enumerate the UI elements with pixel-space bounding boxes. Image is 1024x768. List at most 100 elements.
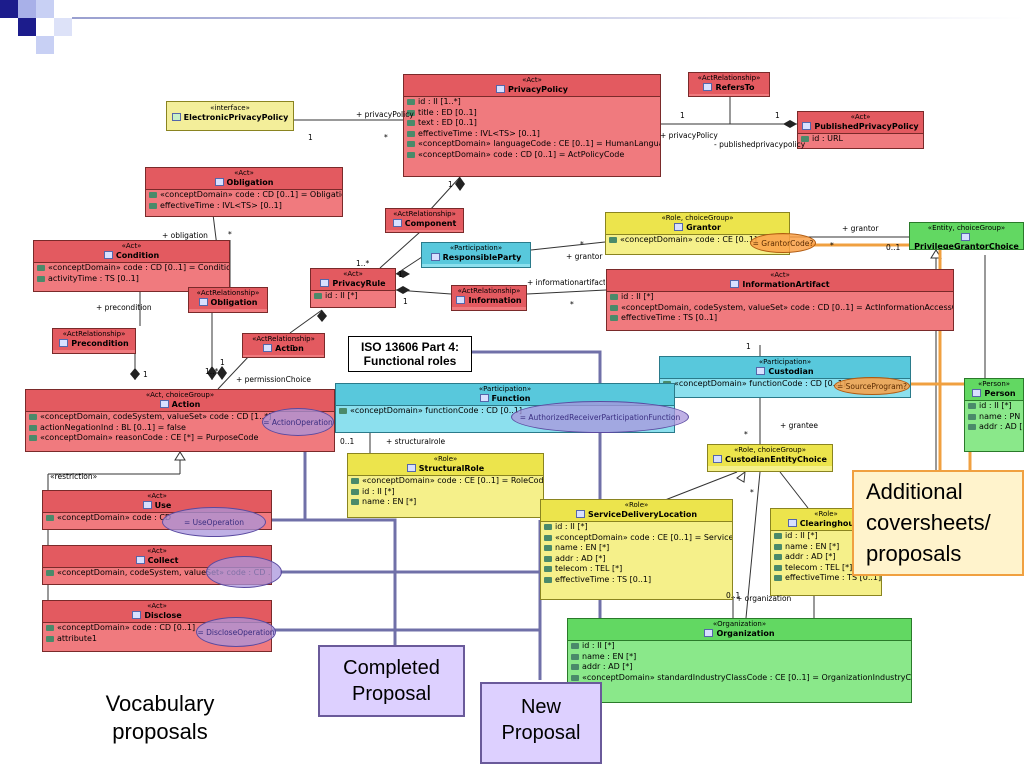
multiplicity: 1 (746, 342, 751, 351)
ellipse-grantor-code: = GrantorCode? (750, 233, 816, 253)
class-action-act[interactable]: «Act, choiceGroup»Action «conceptDomain,… (25, 389, 335, 452)
edge-label-published-privacy-policy: - publishedprivacypolicy (714, 140, 806, 149)
class-attribute: addr : AD [*] (771, 552, 881, 563)
multiplicity: 0..1 (726, 591, 741, 600)
multiplicity: * (228, 230, 232, 239)
class-refers-to[interactable]: «ActRelationship»RefersTo (688, 72, 770, 97)
class-obligation-act[interactable]: «Act»Obligation «conceptDomain» code : C… (145, 167, 343, 217)
corner-square-6 (54, 18, 72, 36)
class-attribute: effectiveTime : TS [0..1] (771, 573, 881, 584)
class-privacy-policy[interactable]: «Act»PrivacyPolicy id : II [1..*] title … (403, 74, 661, 177)
multiplicity: 1 (143, 370, 148, 379)
multiplicity: 0..1 (886, 243, 901, 252)
multiplicity: * (570, 300, 574, 309)
class-attribute: telecom : TEL [*] (541, 564, 732, 575)
class-attribute: «conceptDomain» standardIndustryClassCod… (568, 673, 911, 684)
edge-label-privacy-policy-2: + privacyPolicy (660, 131, 718, 140)
class-stereotype: «ActRelationship» (393, 210, 456, 218)
class-name: StructuralRole (350, 464, 541, 473)
iso-callout: ISO 13606 Part 4: Functional roles (348, 336, 472, 372)
edge-label-precondition: + precondition (96, 303, 152, 312)
multiplicity: 1 (680, 111, 685, 120)
corner-square-5 (36, 36, 54, 54)
ellipse-disclose-operation: = DiscloseOperation (196, 617, 276, 647)
ellipse-use-operation: = UseOperation (162, 507, 266, 537)
class-attribute: id : II [1..*] (404, 97, 660, 108)
class-person[interactable]: «Person»Person id : II [*] name : PN [ a… (964, 378, 1024, 452)
edge-label-structural-role: + structuralrole (386, 437, 446, 446)
class-stereotype: «ActRelationship» (697, 74, 761, 82)
class-service-delivery-location[interactable]: «Role»ServiceDeliveryLocation id : II [*… (540, 499, 733, 600)
class-stereotype: «interface» (210, 104, 250, 112)
class-attribute: «conceptDomain» code : CD (43, 513, 271, 524)
class-information-rel[interactable]: «ActRelationship»Information (451, 285, 527, 311)
edge-label-restriction: «restriction» (50, 472, 98, 481)
class-name: Clearinghouse (773, 519, 879, 528)
edge-label-obligation: + obligation (162, 231, 208, 240)
class-name: InformationArtifact (609, 280, 951, 289)
iso-callout-title: ISO 13606 Part 4: (360, 340, 460, 354)
class-stereotype: «ActRelationship» (196, 289, 260, 297)
class-stereotype: «Act, choiceGroup» (145, 391, 215, 399)
class-stereotype: «Act» (121, 242, 142, 250)
class-privacy-rule[interactable]: «Act»PrivacyRule id : II [*] (310, 268, 396, 308)
class-obligation-rel[interactable]: «ActRelationship»Obligation (188, 287, 268, 313)
class-stereotype: «Participation» (758, 358, 812, 366)
new-line-2: Proposal (501, 722, 581, 744)
additional-line-2: coversheets/ (866, 510, 991, 535)
class-name: Custodian (662, 367, 908, 376)
class-stereotype: «Act» (234, 169, 254, 177)
class-stereotype: «Act» (850, 113, 871, 121)
class-name: Person (967, 389, 1021, 398)
vocabulary-line-1: Vocabulary (105, 691, 215, 716)
class-attribute: addr : AD [ (965, 422, 1023, 433)
class-attribute: «conceptDomain» code : CD [0..1] = Condi… (34, 263, 229, 274)
ellipse-collect (206, 556, 282, 588)
completed-proposal-callout: Completed Proposal (318, 645, 465, 717)
class-name: Action (245, 344, 322, 353)
vocabulary-line-2: proposals (112, 719, 208, 744)
class-attribute: actionNegationInd : BL [0..1] = false (26, 423, 334, 434)
new-line-1: New (520, 696, 561, 718)
class-grantor[interactable]: «Role, choiceGroup»Grantor «conceptDomai… (605, 212, 790, 255)
edge-label-privacy-policy: + privacyPolicy (356, 110, 414, 119)
class-attribute: addr : AD [*] (541, 554, 732, 565)
class-stereotype: «Entity, choiceGroup» (927, 224, 1006, 232)
class-custodian-entity-choice[interactable]: «Role, choiceGroup»CustodianEntityChoice (707, 444, 833, 472)
class-attribute: «conceptDomain» functionCode : CD [0..1] (336, 406, 674, 417)
class-attribute: «conceptDomain» code : CD [0..1] (43, 623, 271, 634)
class-attribute: text : ED [0..1] (404, 118, 660, 129)
class-name: Precondition (55, 339, 133, 348)
completed-line-1: Completed (343, 657, 440, 679)
class-published-privacy-policy[interactable]: «Act»PublishedPrivacyPolicy id : URL (797, 111, 924, 149)
class-name: Organization (570, 629, 909, 638)
class-stereotype: «Role, choiceGroup» (661, 214, 734, 222)
class-attribute: name : EN [*] (771, 542, 881, 553)
class-stereotype: «Participation» (449, 244, 503, 252)
class-structural-role[interactable]: «Role»StructuralRole «conceptDomain» cod… (347, 453, 544, 518)
class-attribute: attribute1 (43, 634, 271, 645)
class-name: Condition (36, 251, 227, 260)
class-name: ServiceDeliveryLocation (543, 510, 730, 519)
class-attribute: id : II [*] (965, 401, 1023, 412)
class-information-artifact[interactable]: «Act»InformationArtifact id : II [*] «co… (606, 269, 954, 331)
class-electronic-privacy-policy[interactable]: «interface»ElectronicPrivacyPolicy (166, 101, 294, 131)
class-attribute: «conceptDomain, codeSystem, valueSet» co… (607, 303, 953, 314)
class-component[interactable]: «ActRelationship»Component (385, 208, 464, 233)
class-action-rel[interactable]: «ActRelationship»Action (242, 333, 325, 358)
class-precondition[interactable]: «ActRelationship»Precondition (52, 328, 136, 354)
class-responsible-party[interactable]: «Participation»ResponsibleParty (421, 242, 531, 268)
class-attribute: name : EN [*] (348, 497, 543, 508)
class-attribute: effectiveTime : TS [0..1] (541, 575, 732, 586)
class-condition[interactable]: «Act»Condition «conceptDomain» code : CD… (33, 240, 230, 292)
class-organization[interactable]: «Organization»Organization id : II [*] n… (567, 618, 912, 703)
class-stereotype: «ActRelationship» (252, 335, 315, 343)
class-attribute: name : EN [*] (568, 652, 911, 663)
class-attribute: «conceptDomain» code : CE [0..1] (606, 235, 789, 246)
class-name: PrivacyRule (313, 279, 393, 288)
class-attribute: «conceptDomain, codeSystem, valueSet» co… (43, 568, 271, 579)
class-attribute: id : II [*] (348, 487, 543, 498)
class-attribute: addr : AD [*] (568, 662, 911, 673)
class-privilege-grantor-choice[interactable]: «Entity, choiceGroup»PrivilegeGrantorCho… (909, 222, 1024, 250)
multiplicity: 1 (775, 111, 780, 120)
